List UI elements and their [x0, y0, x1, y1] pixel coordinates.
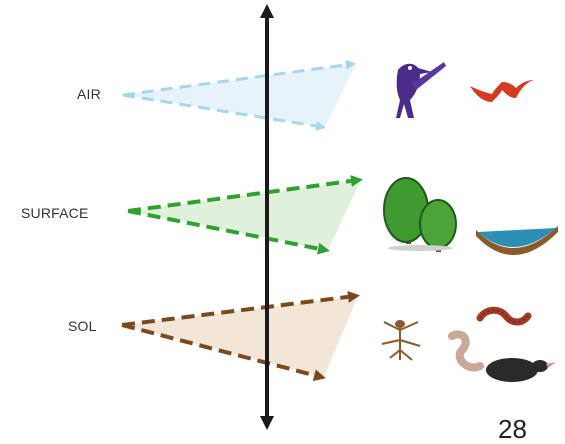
layer-label-air: AIR	[77, 86, 101, 102]
page-number: 28	[498, 416, 527, 442]
worm-icon	[452, 334, 480, 367]
surface-layer	[128, 180, 361, 250]
bird-icon	[396, 62, 446, 118]
surface-layer-fill	[128, 180, 361, 250]
air-layer	[123, 64, 356, 127]
bat-icon	[470, 80, 534, 102]
millipede-icon	[480, 310, 528, 322]
root-insect-icon	[382, 321, 420, 360]
axis-arrow-down-icon	[260, 416, 274, 430]
sol-layer-fill	[122, 296, 358, 377]
air-layer-fill	[123, 64, 356, 127]
layer-label-surface: SURFACE	[21, 205, 89, 221]
axis-arrow-up-icon	[260, 4, 274, 18]
sol-layer	[122, 296, 358, 377]
mole-icon	[486, 358, 556, 382]
pond-icon	[476, 226, 558, 255]
trees-icon	[384, 178, 456, 252]
layer-label-sol: SOL	[68, 318, 97, 334]
